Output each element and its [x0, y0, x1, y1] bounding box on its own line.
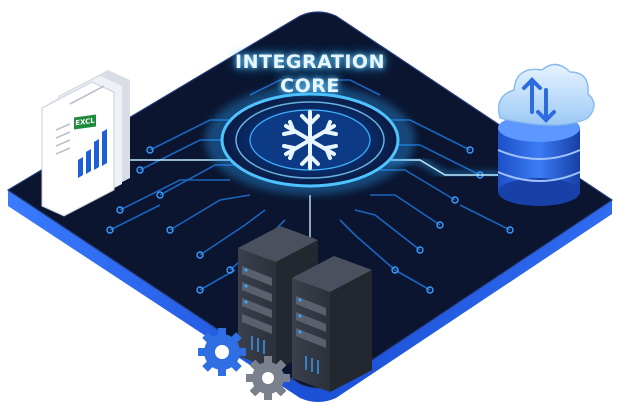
spreadsheet-document-icon: [41, 70, 130, 217]
snowflake-icon: [282, 110, 338, 170]
core-title-line2: CORE: [280, 75, 340, 97]
circuit-nodes: [106, 146, 514, 294]
core-title: INTEGRATION CORE: [230, 50, 390, 98]
core-title-line1: INTEGRATION: [235, 51, 385, 73]
cloud-database-icon: [497, 63, 595, 206]
server-rack-icon: [238, 226, 372, 392]
gears-icon: [198, 328, 290, 400]
